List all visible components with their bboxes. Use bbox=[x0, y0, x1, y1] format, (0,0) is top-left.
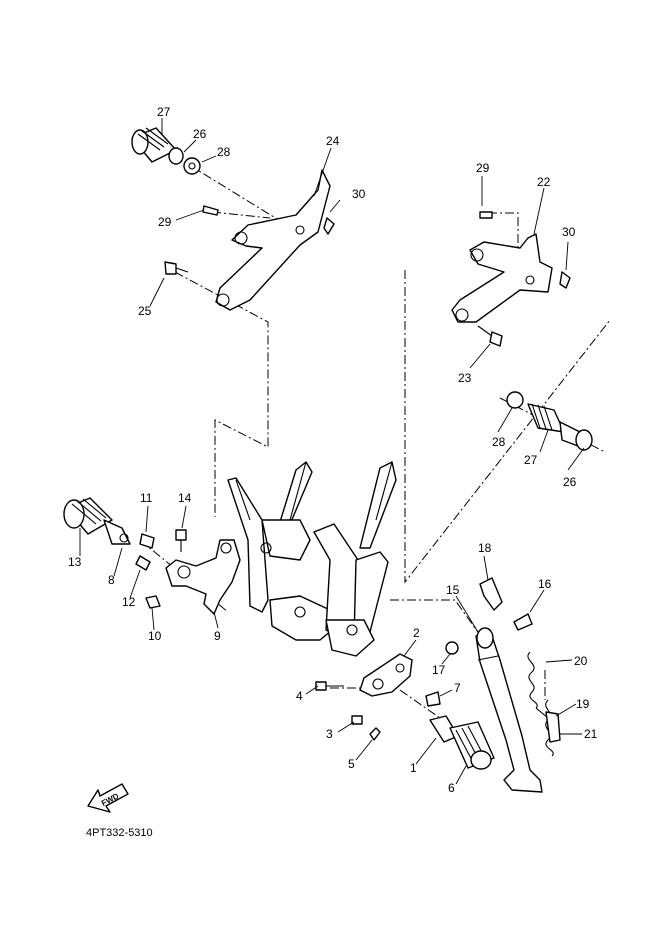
callout-12: 12 bbox=[122, 595, 136, 609]
callout-3: 3 bbox=[326, 727, 333, 741]
callout-28: 28 bbox=[217, 145, 231, 159]
callout-21: 21 bbox=[584, 727, 598, 741]
callout-18: 18 bbox=[478, 541, 492, 555]
sidestand bbox=[475, 627, 543, 793]
callout-26: 26 bbox=[193, 127, 207, 141]
callout-17: 17 bbox=[432, 663, 446, 677]
rear-footpeg-left bbox=[63, 497, 131, 545]
small-parts-lower-left bbox=[135, 529, 187, 609]
callout-8: 8 bbox=[108, 573, 115, 587]
callout-25: 25 bbox=[138, 304, 152, 318]
callout-10: 10 bbox=[148, 629, 162, 643]
callout-29-right: 29 bbox=[476, 161, 490, 175]
rear-footpeg-right bbox=[429, 715, 495, 770]
callout-6: 6 bbox=[448, 781, 455, 795]
callout-2: 2 bbox=[413, 626, 420, 640]
callout-28-right: 28 bbox=[492, 435, 506, 449]
footrest-bracket-right bbox=[451, 211, 571, 347]
sidestand-parts bbox=[445, 577, 561, 757]
callout-24: 24 bbox=[326, 134, 340, 148]
callout-14: 14 bbox=[178, 491, 192, 505]
diagram-code: 4PT332-5310 bbox=[86, 827, 153, 839]
callout-numbers: 27 26 28 24 30 29 25 29 22 30 23 28 27 2… bbox=[68, 105, 598, 795]
callout-27: 27 bbox=[157, 105, 171, 119]
callout-7: 7 bbox=[454, 681, 461, 695]
callout-27-right: 27 bbox=[524, 453, 538, 467]
assembly-lines bbox=[139, 146, 611, 719]
footpeg-upper-left bbox=[131, 127, 201, 175]
callout-30-right: 30 bbox=[562, 225, 576, 239]
callout-19: 19 bbox=[576, 697, 590, 711]
frame-section bbox=[227, 461, 397, 657]
callout-29: 29 bbox=[158, 215, 172, 229]
sidestand-bracket bbox=[315, 653, 441, 741]
callout-20: 20 bbox=[574, 654, 588, 668]
callout-15: 15 bbox=[446, 583, 460, 597]
callout-5: 5 bbox=[348, 757, 355, 771]
callout-22: 22 bbox=[537, 175, 551, 189]
footpeg-upper-right bbox=[506, 391, 593, 451]
callout-13: 13 bbox=[68, 555, 82, 569]
callout-9: 9 bbox=[214, 629, 221, 643]
callout-11: 11 bbox=[140, 491, 153, 505]
leader-lines bbox=[79, 118, 585, 785]
callout-16: 16 bbox=[538, 577, 552, 591]
footrest-bracket-lower-left bbox=[165, 539, 241, 615]
bolts-upper-left bbox=[164, 205, 335, 275]
callout-23: 23 bbox=[458, 371, 472, 385]
callout-26-right: 26 bbox=[563, 475, 577, 489]
callout-1: 1 bbox=[410, 761, 417, 775]
fwd-arrow-icon: FWD bbox=[87, 783, 129, 813]
footrest-bracket-left bbox=[215, 169, 331, 311]
callout-30: 30 bbox=[352, 187, 366, 201]
callout-4: 4 bbox=[296, 689, 303, 703]
